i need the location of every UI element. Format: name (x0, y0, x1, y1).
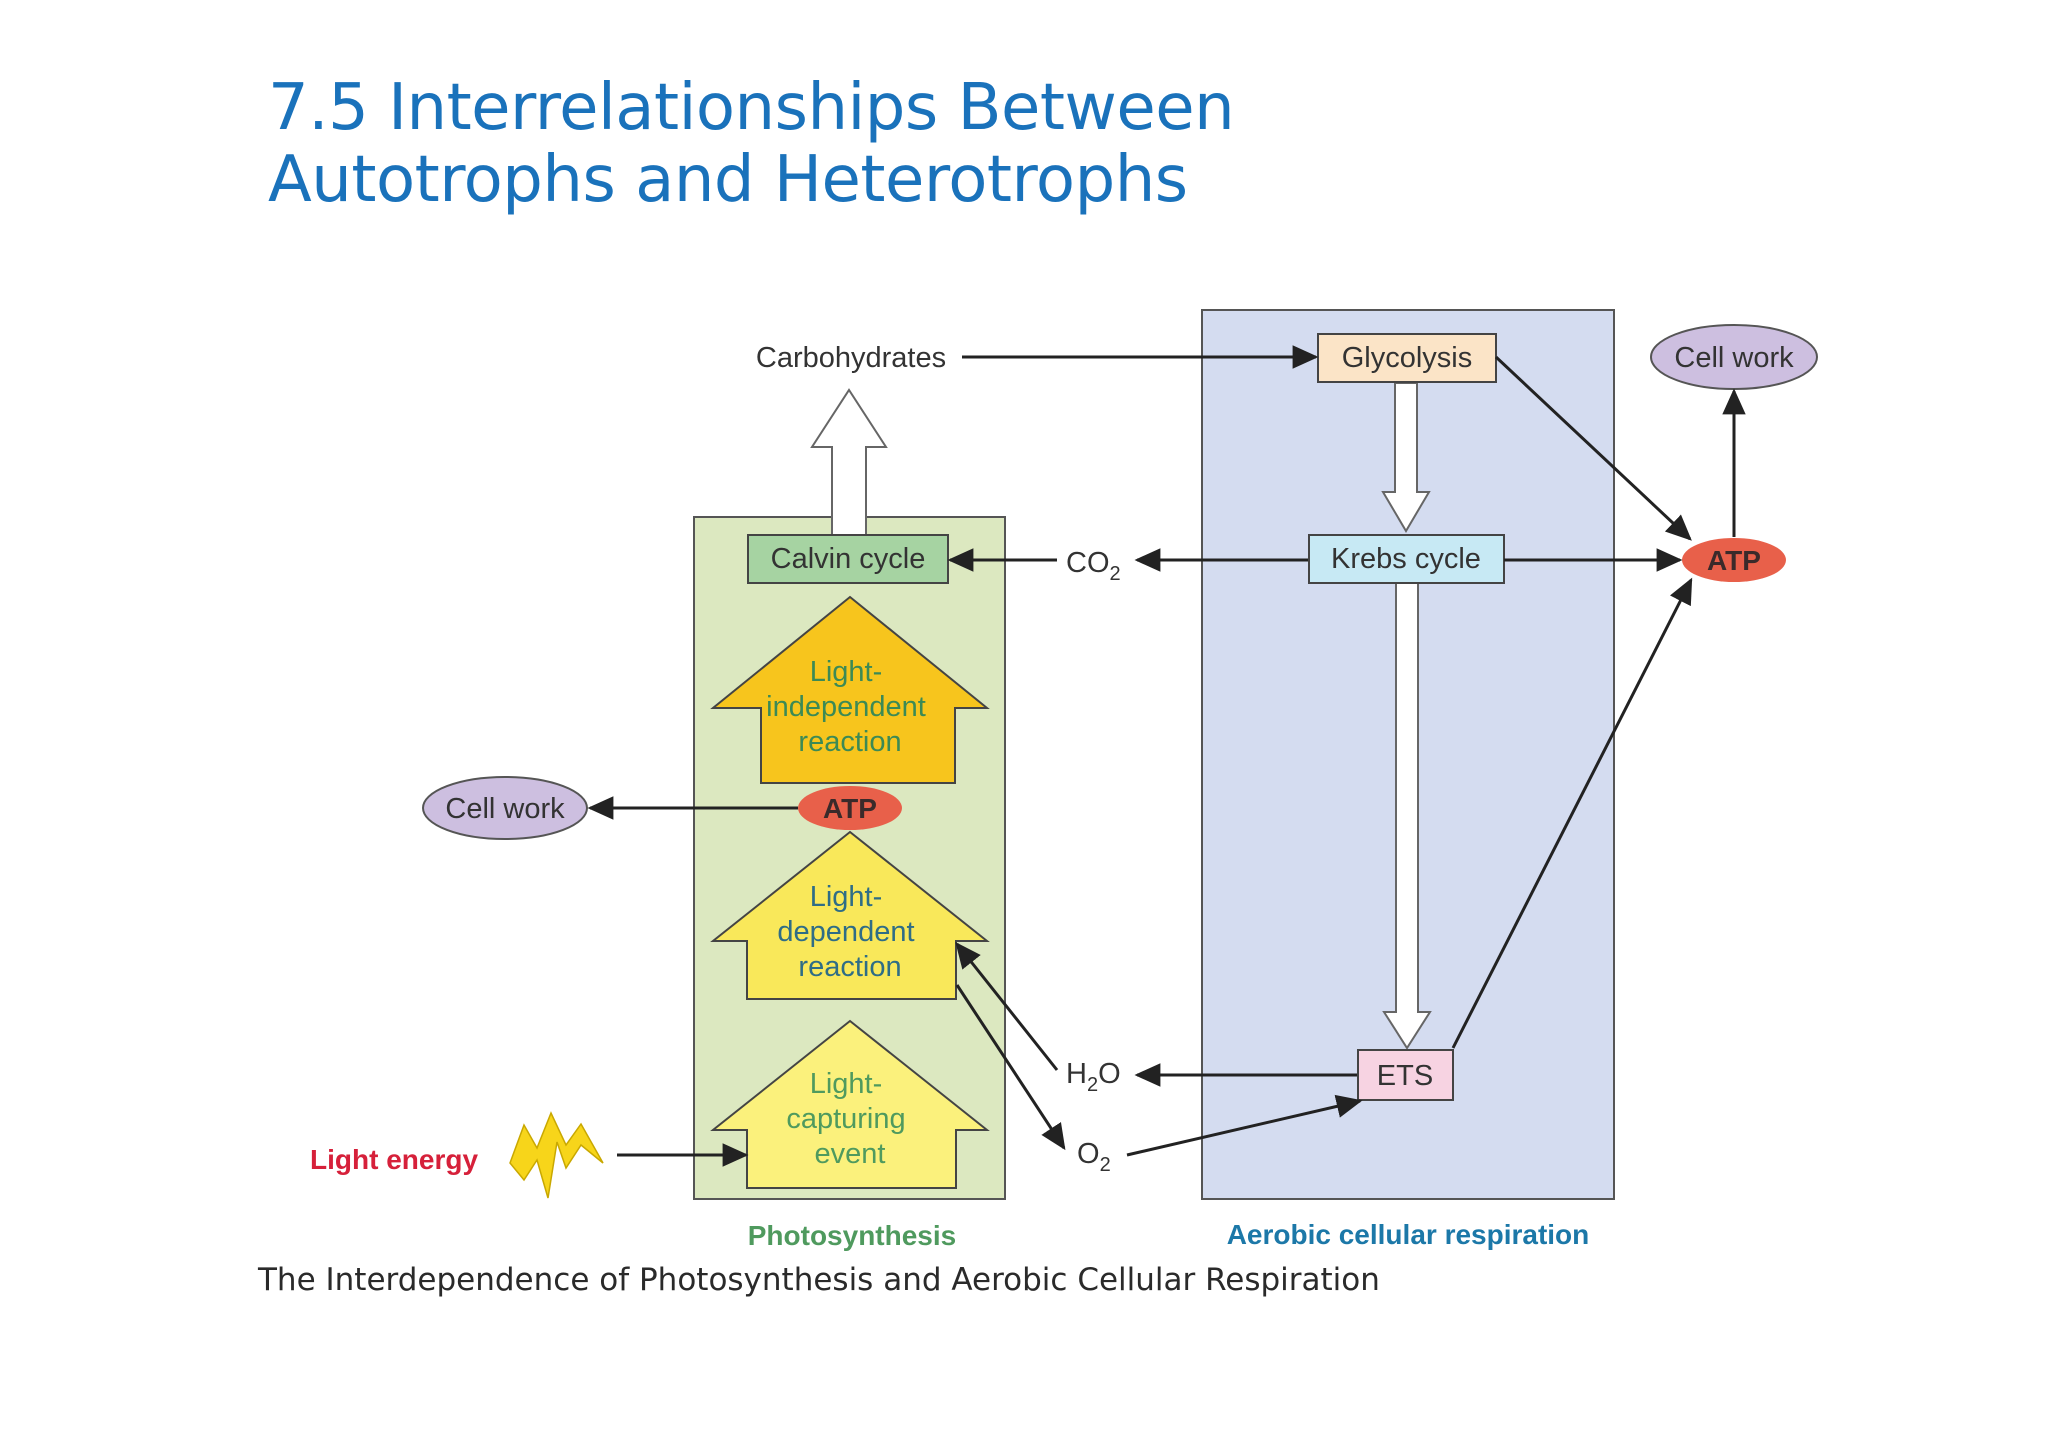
light-independent-line-1: Light- (810, 656, 883, 688)
light-dependent-label: Light- dependent reaction (777, 881, 922, 983)
arrow-ets-to-atp (1451, 577, 1693, 1049)
arrow-glycolysis-to-atp (1494, 355, 1692, 541)
o2-subscript: 2 (1100, 1154, 1111, 1176)
light-dependent-line-1: Light- (810, 881, 883, 913)
light-energy-label: Light energy (310, 1144, 478, 1175)
co2-subscript: 2 (1110, 563, 1121, 585)
h2o-label: H2O (1066, 1058, 1121, 1096)
h2o-subscript: 2 (1087, 1074, 1098, 1096)
cell-work-left-label: Cell work (445, 793, 565, 825)
atp-photosynthesis-label: ATP (823, 793, 877, 824)
o2-base: O (1077, 1138, 1100, 1170)
cell-work-left (422, 776, 588, 840)
co2-base: CO (1066, 547, 1110, 579)
light-capturing-line-3: event (815, 1138, 886, 1170)
light-capturing-arrow (710, 1019, 990, 1189)
light-capturing-line-1: Light- (810, 1068, 883, 1100)
ets-box (1357, 1049, 1454, 1101)
glycolysis-box (1317, 333, 1497, 383)
atp-respiration-label: ATP (1707, 545, 1761, 576)
light-independent-label: Light- independent reaction (766, 656, 934, 758)
light-dependent-line-3: reaction (798, 951, 901, 983)
arrow-light-dependent-to-o2 (955, 984, 1066, 1151)
glycolysis-label: Glycolysis (1342, 342, 1473, 374)
title-line-2: Autotrophs and Heterotrophs (268, 143, 1188, 217)
atp-photosynthesis (798, 786, 902, 830)
glycolysis-to-krebs-hollow-arrow (1381, 382, 1431, 533)
atp-respiration (1682, 538, 1786, 582)
light-capturing-label: Light- capturing event (786, 1068, 913, 1170)
cell-work-right-label: Cell work (1674, 342, 1794, 374)
respiration-label: Aerobic cellular respiration (1227, 1219, 1590, 1250)
carbohydrates-hollow-arrow (810, 388, 888, 541)
photosynthesis-label: Photosynthesis (748, 1220, 956, 1251)
light-independent-line-3: reaction (798, 726, 901, 758)
calvin-cycle-label: Calvin cycle (771, 543, 926, 575)
carbohydrates-label: Carbohydrates (756, 342, 946, 374)
light-independent-line-2: independent (766, 691, 926, 723)
light-capturing-line-2: capturing (786, 1103, 905, 1135)
lightning-icon (509, 1111, 604, 1199)
light-independent-arrow (710, 595, 990, 784)
h2o-o: O (1098, 1058, 1121, 1090)
ets-label: ETS (1377, 1060, 1433, 1092)
h2o-h: H (1066, 1058, 1087, 1090)
title-line-1: 7.5 Interrelationships Between (268, 71, 1235, 145)
krebs-to-ets-hollow-arrow (1382, 582, 1432, 1050)
krebs-cycle-label: Krebs cycle (1331, 543, 1481, 575)
krebs-cycle-box (1308, 534, 1505, 584)
arrow-h2o-to-light-dependent (955, 941, 1059, 1071)
slide-title: 7.5 Interrelationships Between Autotroph… (268, 71, 1235, 217)
arrow-o2-to-ets (1126, 1094, 1363, 1157)
figure-caption: The Interdependence of Photosynthesis an… (258, 1262, 1380, 1298)
co2-label: CO2 (1066, 547, 1121, 585)
o2-label: O2 (1077, 1138, 1111, 1176)
light-dependent-arrow (710, 830, 990, 1000)
light-dependent-line-2: dependent (777, 916, 914, 948)
